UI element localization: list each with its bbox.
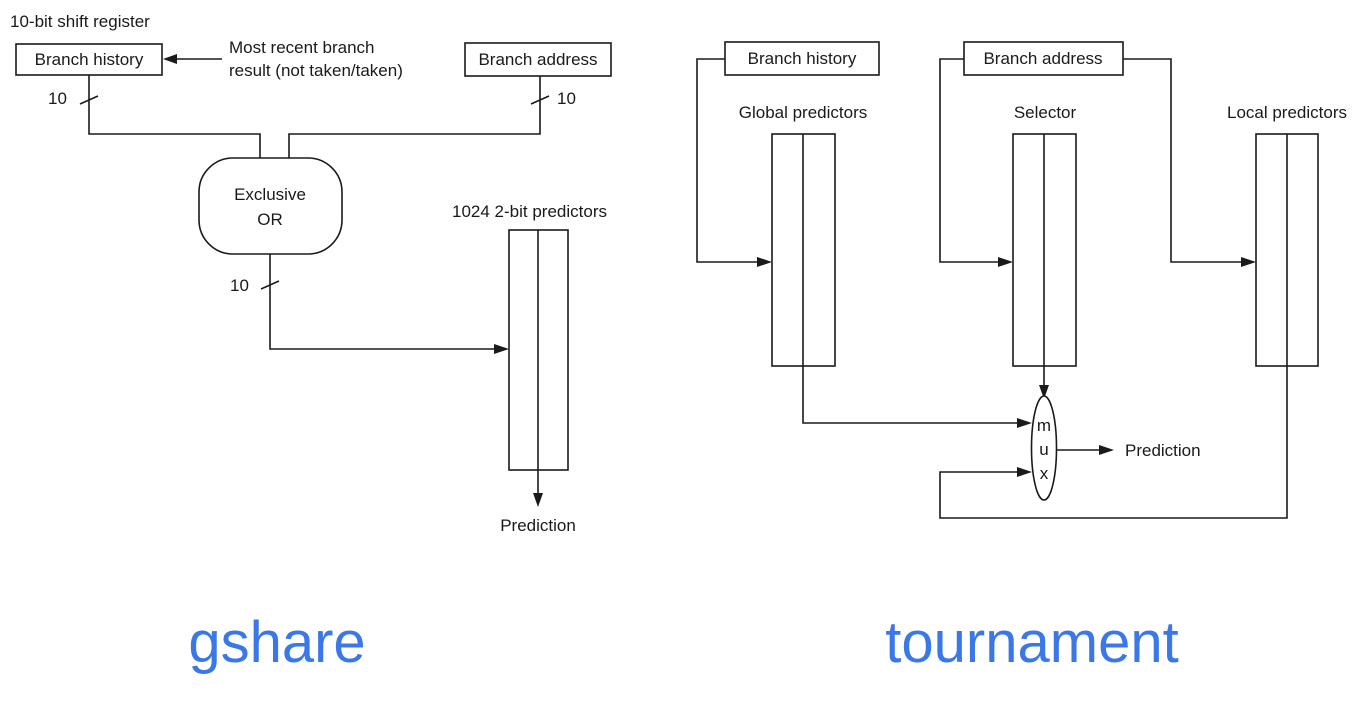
address-to-selector-wire	[939, 58, 999, 263]
tournament-prediction-label: Prediction	[1125, 441, 1201, 460]
recent-result-line2: result (not taken/taken)	[229, 61, 403, 80]
xor-bus-slash	[260, 280, 280, 290]
xor-to-predictors-arrowhead	[494, 344, 509, 354]
xor-block	[198, 157, 343, 255]
gshare-branch-address-label: Branch address	[478, 50, 597, 69]
address-bus-slash	[530, 95, 550, 105]
global-to-mux-wire	[802, 366, 1018, 424]
recent-result-line1: Most recent branch	[229, 38, 375, 57]
history-bits-label: 10	[48, 89, 67, 108]
address-to-local-wire	[1123, 58, 1242, 263]
tournament-branch-history-box	[724, 41, 880, 76]
gshare-caption: gshare	[188, 610, 365, 675]
xor-bits-label: 10	[230, 276, 249, 295]
gshare-prediction-label: Prediction	[500, 516, 576, 535]
xor-to-predictors-wire	[269, 254, 495, 350]
history-to-xor-wire	[88, 75, 261, 158]
history-bus-slash	[79, 95, 99, 105]
local-to-mux-arrowhead	[1017, 467, 1032, 477]
recent-result-arrowhead	[163, 54, 177, 64]
prediction-out-arrowhead	[533, 493, 543, 507]
tournament-diagram: Branch history Branch address Global pre…	[696, 41, 1347, 675]
shift-register-label: 10-bit shift register	[10, 12, 150, 31]
mux-letter-u: u	[1039, 440, 1048, 459]
gshare-branch-address-box	[464, 42, 612, 77]
address-to-local-arrowhead	[1241, 257, 1256, 267]
selector-to-mux-arrowhead	[1039, 385, 1049, 399]
local-predictors-label: Local predictors	[1227, 103, 1347, 122]
address-to-selector-arrowhead	[998, 257, 1013, 267]
xor-line2: OR	[257, 210, 283, 229]
tournament-branch-address-box	[963, 41, 1124, 76]
history-to-global-wire	[696, 58, 758, 263]
tournament-caption: tournament	[885, 610, 1178, 675]
address-bits-label: 10	[557, 89, 576, 108]
predictors-label: 1024 2-bit predictors	[452, 202, 607, 221]
gshare-branch-history-label: Branch history	[35, 50, 144, 69]
global-predictors-label: Global predictors	[739, 103, 868, 122]
mux-to-prediction-arrowhead	[1099, 445, 1114, 455]
history-to-global-arrowhead	[757, 257, 772, 267]
mux-letter-m: m	[1037, 416, 1051, 435]
address-to-xor-wire	[288, 76, 541, 158]
tournament-branch-history-label: Branch history	[748, 49, 857, 68]
global-to-mux-arrowhead	[1017, 418, 1032, 428]
gshare-branch-history-box	[15, 43, 163, 76]
local-to-mux-wire	[939, 366, 1288, 519]
mux-block	[1030, 395, 1058, 501]
mux-letter-x: x	[1040, 464, 1049, 483]
tournament-branch-address-label: Branch address	[983, 49, 1102, 68]
gshare-diagram: 10-bit shift register Branch history Mos…	[10, 12, 612, 675]
xor-line1: Exclusive	[234, 185, 306, 204]
selector-label: Selector	[1014, 103, 1077, 122]
